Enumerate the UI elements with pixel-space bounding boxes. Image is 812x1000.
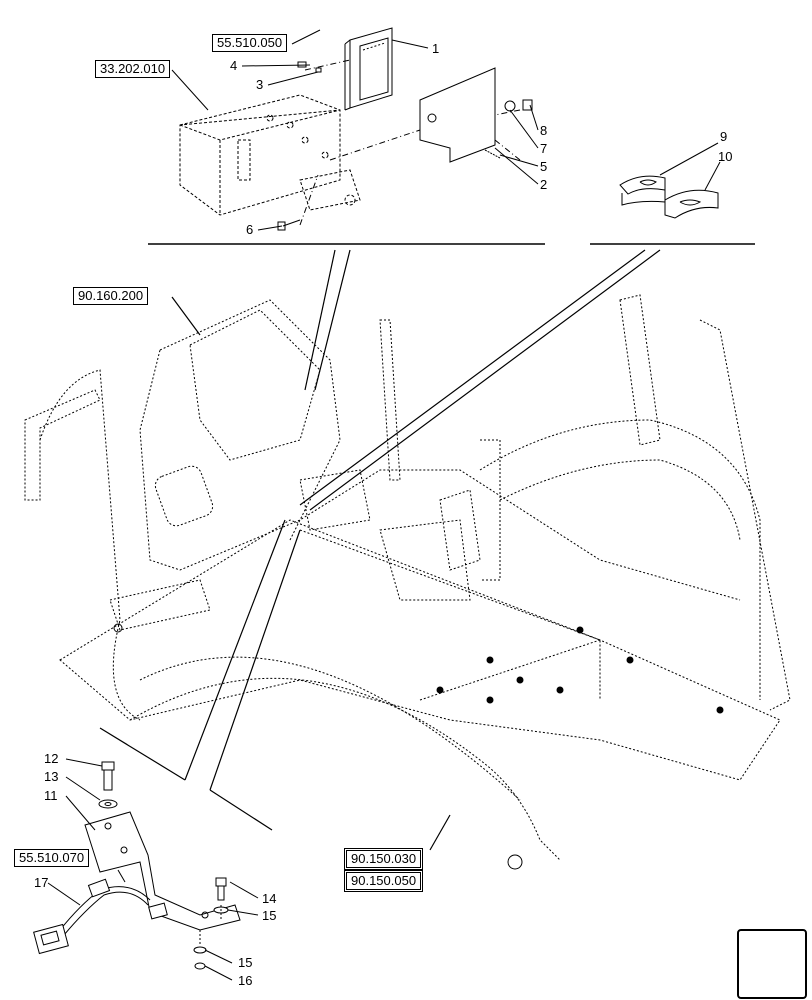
callout-10: 10	[718, 149, 733, 164]
ref-console[interactable]: 90.160.200	[73, 287, 149, 305]
support-plate	[419, 67, 496, 163]
callout-17: 17	[34, 875, 49, 890]
next-page-button[interactable]	[737, 929, 807, 999]
callout-leaders-top	[171, 29, 721, 231]
cab-floor-assembly	[24, 294, 791, 861]
callout-1: 1	[432, 41, 440, 56]
callout-4: 4	[230, 58, 238, 73]
wiring-harness	[33, 878, 168, 955]
callout-15b: 15	[238, 955, 253, 970]
floor-holes	[113, 623, 724, 870]
callout-11: 11	[44, 788, 58, 803]
ref-bracket[interactable]: 33.202.010	[95, 60, 171, 78]
callout-6: 6	[246, 222, 254, 237]
callout-16: 16	[238, 973, 253, 988]
ref-floor-a[interactable]: 90.150.030	[344, 848, 424, 870]
grommet-pair	[619, 175, 719, 219]
electronic-module	[344, 27, 393, 111]
ref-harness[interactable]: 55.510.070	[14, 849, 90, 867]
mounting-bracket	[179, 94, 361, 216]
callout-9: 9	[720, 129, 728, 144]
callout-leaders-bottom	[47, 758, 259, 981]
assembly-lines	[299, 59, 521, 226]
callout-3: 3	[256, 77, 264, 92]
callout-8: 8	[540, 123, 548, 138]
ref-top-module[interactable]: 55.510.050	[212, 34, 288, 52]
callout-13: 13	[44, 769, 59, 784]
bolt-and-washer	[98, 761, 118, 809]
callout-12: 12	[44, 751, 59, 766]
connector-lines	[99, 249, 661, 851]
callout-2: 2	[540, 177, 548, 192]
callout-5: 5	[540, 159, 548, 174]
callout-15a: 15	[262, 908, 277, 923]
callout-14: 14	[262, 891, 277, 906]
ref-floor-b[interactable]: 90.150.050	[344, 870, 424, 892]
harness-bracket	[84, 811, 241, 931]
callout-7: 7	[540, 141, 548, 156]
